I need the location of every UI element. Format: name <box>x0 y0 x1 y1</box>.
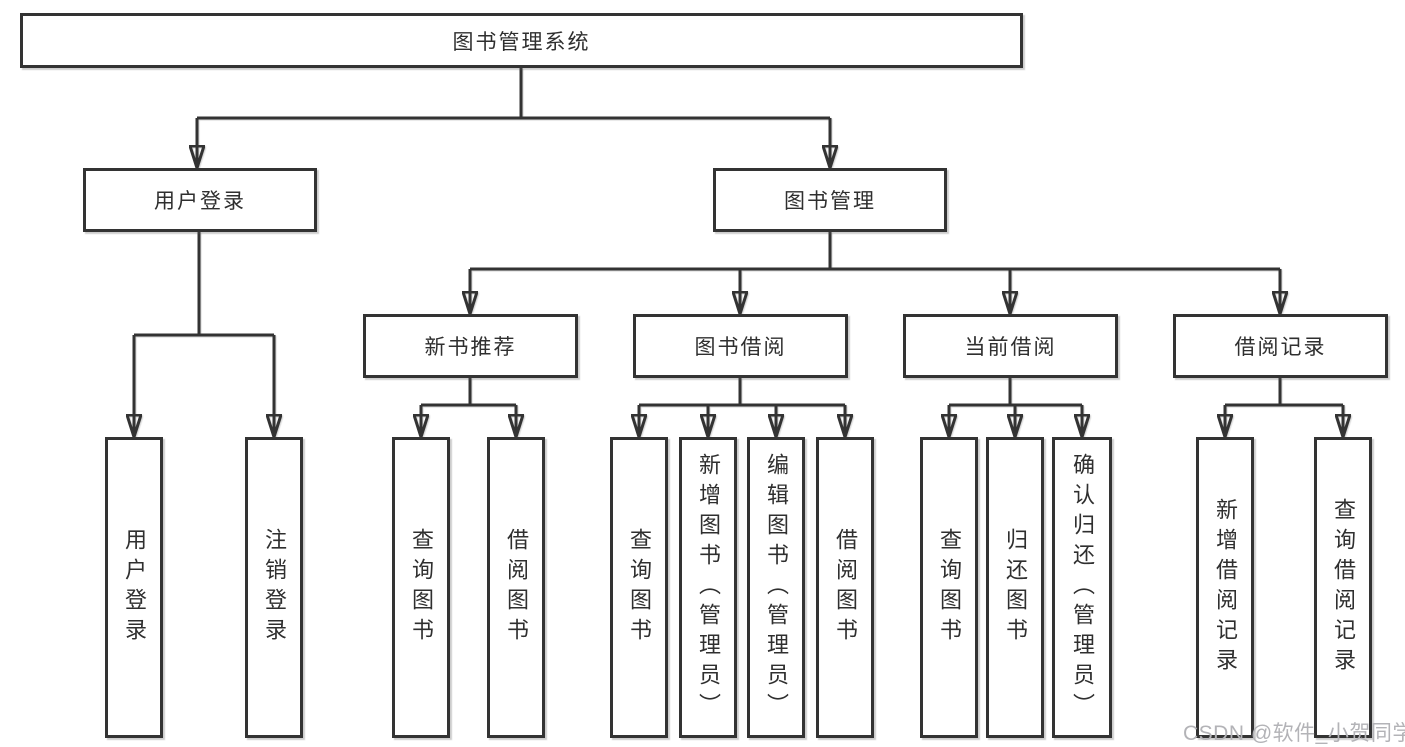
connector-root <box>197 68 830 168</box>
node-label: 确认归还（管理员） <box>1070 452 1095 723</box>
connector-book-borrowing <box>639 378 845 437</box>
node-recommend-query-books: 查询图书 <box>392 437 450 738</box>
node-system-root: 图书管理系统 <box>20 13 1023 68</box>
connector-book-management <box>470 232 1280 314</box>
node-book-management: 图书管理 <box>713 168 947 232</box>
node-label: 归还图书 <box>1003 527 1028 648</box>
node-records-query-record: 查询借阅记录 <box>1314 437 1372 738</box>
node-label: 查询图书 <box>937 527 962 648</box>
node-label: 新增图书（管理员） <box>696 452 721 723</box>
node-label: 用户登录 <box>122 527 147 648</box>
connector-user-login <box>134 232 274 437</box>
node-logout-leaf: 注销登录 <box>245 437 303 738</box>
connector-current-borrowing <box>949 378 1082 437</box>
node-book-borrowing: 图书借阅 <box>633 314 848 378</box>
node-borrowing-borrow-books: 借阅图书 <box>816 437 874 738</box>
node-user-login-leaf: 用户登录 <box>105 437 163 738</box>
node-label: 借阅图书 <box>504 527 529 648</box>
node-borrow-records: 借阅记录 <box>1173 314 1388 378</box>
node-current-return-books: 归还图书 <box>986 437 1044 738</box>
node-recommend-borrow-books: 借阅图书 <box>487 437 545 738</box>
node-records-add-record: 新增借阅记录 <box>1196 437 1254 738</box>
watermark: CSDN @软件_小贺同学 <box>1183 722 1405 745</box>
node-label: 查询图书 <box>409 527 434 648</box>
node-label: 新增借阅记录 <box>1213 497 1238 678</box>
node-label: 查询借阅记录 <box>1331 497 1356 678</box>
node-borrowing-query-books: 查询图书 <box>610 437 668 738</box>
node-label: 编辑图书（管理员） <box>764 452 789 723</box>
node-label: 借阅图书 <box>833 527 858 648</box>
node-label: 用户登录 <box>154 190 246 213</box>
node-borrowing-add-books-admin: 新增图书（管理员） <box>679 437 737 738</box>
node-user-login: 用户登录 <box>83 168 317 232</box>
node-current-confirm-return-admin: 确认归还（管理员） <box>1052 437 1112 738</box>
node-label: 查询图书 <box>627 527 652 648</box>
node-label: 借阅记录 <box>1234 336 1327 359</box>
node-label: 图书管理 <box>784 190 876 213</box>
node-label: 图书借阅 <box>694 336 787 359</box>
node-label: 新书推荐 <box>424 336 517 359</box>
node-current-borrowing: 当前借阅 <box>903 314 1118 378</box>
node-label: 图书管理系统 <box>452 30 591 54</box>
node-new-book-recommend: 新书推荐 <box>363 314 578 378</box>
connector-new-book-recommend <box>421 378 516 437</box>
connector-borrow-records <box>1225 378 1343 437</box>
node-borrowing-edit-books-admin: 编辑图书（管理员） <box>747 437 805 738</box>
node-current-query-books: 查询图书 <box>920 437 978 738</box>
node-label: 注销登录 <box>262 527 287 648</box>
node-label: 当前借阅 <box>964 336 1057 359</box>
